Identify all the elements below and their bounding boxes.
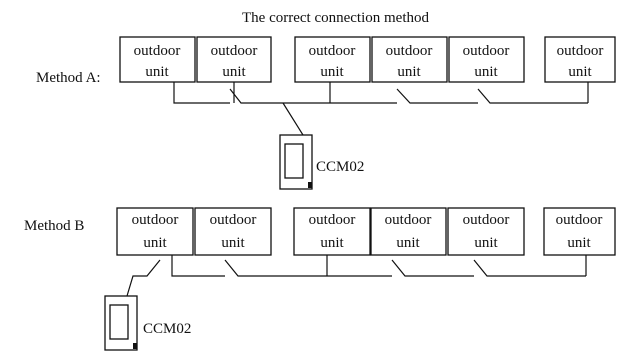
method-a-unit-6: outdoor unit (544, 36, 616, 83)
unit-label-line1: outdoor (385, 212, 432, 228)
unit-label-line2: unit (474, 64, 498, 80)
method-a-label: Method A: (36, 70, 101, 86)
controller-label: CCM02 (143, 321, 191, 337)
unit-label-line2: unit (320, 64, 344, 80)
method-b-label: Method B (24, 218, 84, 234)
method-a-unit-1: outdoor unit (119, 36, 196, 83)
method-a-unit-3: outdoor unit (294, 36, 371, 83)
controller-label: CCM02 (316, 159, 364, 175)
method-b-wiring (126, 255, 587, 297)
unit-label-line1: outdoor (463, 212, 510, 228)
unit-label-line1: outdoor (386, 43, 433, 59)
method-a-unit-5: outdoor unit (448, 36, 525, 83)
method-b-unit-2: outdoor unit (194, 207, 272, 256)
method-a-controller: CCM02 (279, 134, 364, 190)
unit-label-line2: unit (567, 235, 591, 251)
method-b-unit-6: outdoor unit (543, 207, 616, 256)
method-b-controller: CCM02 (104, 295, 191, 351)
diagram-title: The correct connection method (242, 10, 430, 26)
method-a-unit-4: outdoor unit (371, 36, 448, 83)
method-b-unit-5: outdoor unit (447, 207, 525, 256)
unit-label-line1: outdoor (556, 212, 603, 228)
unit-label-line1: outdoor (557, 43, 604, 59)
unit-label-line2: unit (143, 235, 167, 251)
method-b: Method B outdoor unit outdoor unit outdo… (24, 207, 616, 351)
method-b-unit-4: outdoor unit (370, 207, 447, 256)
method-b-unit-1: outdoor unit (116, 207, 194, 256)
unit-label-line1: outdoor (309, 212, 356, 228)
unit-label-line2: unit (221, 235, 245, 251)
unit-label-line2: unit (320, 235, 344, 251)
method-a-wiring (173, 82, 589, 151)
unit-label-line1: outdoor (132, 212, 179, 228)
unit-label-line2: unit (222, 64, 246, 80)
unit-label-line1: outdoor (134, 43, 181, 59)
method-b-unit-3: outdoor unit (293, 207, 371, 256)
unit-label-line1: outdoor (211, 43, 258, 59)
unit-label-line1: outdoor (463, 43, 510, 59)
unit-label-line1: outdoor (210, 212, 257, 228)
unit-label-line2: unit (396, 235, 420, 251)
unit-label-line1: outdoor (309, 43, 356, 59)
unit-label-line2: unit (474, 235, 498, 251)
unit-label-line2: unit (568, 64, 592, 80)
unit-label-line2: unit (145, 64, 169, 80)
method-a-unit-2: outdoor unit (196, 36, 272, 83)
method-a: Method A: outdoor unit outdoor unit outd… (36, 36, 616, 190)
unit-label-line2: unit (397, 64, 421, 80)
